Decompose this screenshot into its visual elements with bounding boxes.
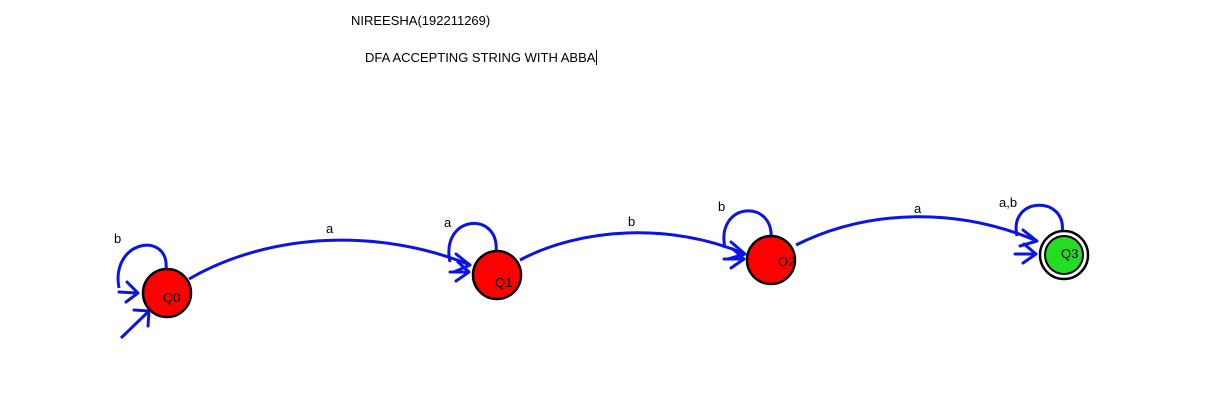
- start-arrow: [119, 308, 151, 340]
- diagram-title-text: DFA ACCEPTING STRING WITH ABBA: [365, 50, 596, 65]
- transition-label: a: [914, 201, 922, 216]
- self-loop-label: b: [114, 231, 121, 246]
- state-circle: [1044, 235, 1084, 275]
- self-loop-label: a,b: [999, 195, 1017, 210]
- diagram-title: DFA ACCEPTING STRING WITH ABBA: [365, 50, 598, 65]
- author-title: NIREESHA(192211269): [351, 13, 491, 28]
- state-circle: [471, 249, 523, 301]
- transition-label: a: [326, 221, 334, 236]
- state-q3: a,b Q3: [999, 195, 1090, 281]
- state-label: Q2: [778, 254, 795, 269]
- state-label: Q0: [163, 290, 180, 305]
- self-loop-label: a: [444, 215, 452, 230]
- transition-q0-q1: a: [188, 221, 472, 281]
- transition-label: b: [628, 214, 635, 229]
- state-q0: b Q0: [114, 231, 193, 319]
- state-label: Q3: [1061, 246, 1078, 261]
- self-loop-label: b: [718, 199, 725, 214]
- transition-q1-q2: b: [519, 214, 747, 262]
- state-circle: [141, 267, 193, 319]
- state-q2: b Q2: [718, 199, 797, 286]
- state-circle: [745, 234, 797, 286]
- state-q1: a Q1: [444, 215, 523, 301]
- state-label: Q1: [495, 275, 512, 290]
- text-cursor: [596, 50, 598, 65]
